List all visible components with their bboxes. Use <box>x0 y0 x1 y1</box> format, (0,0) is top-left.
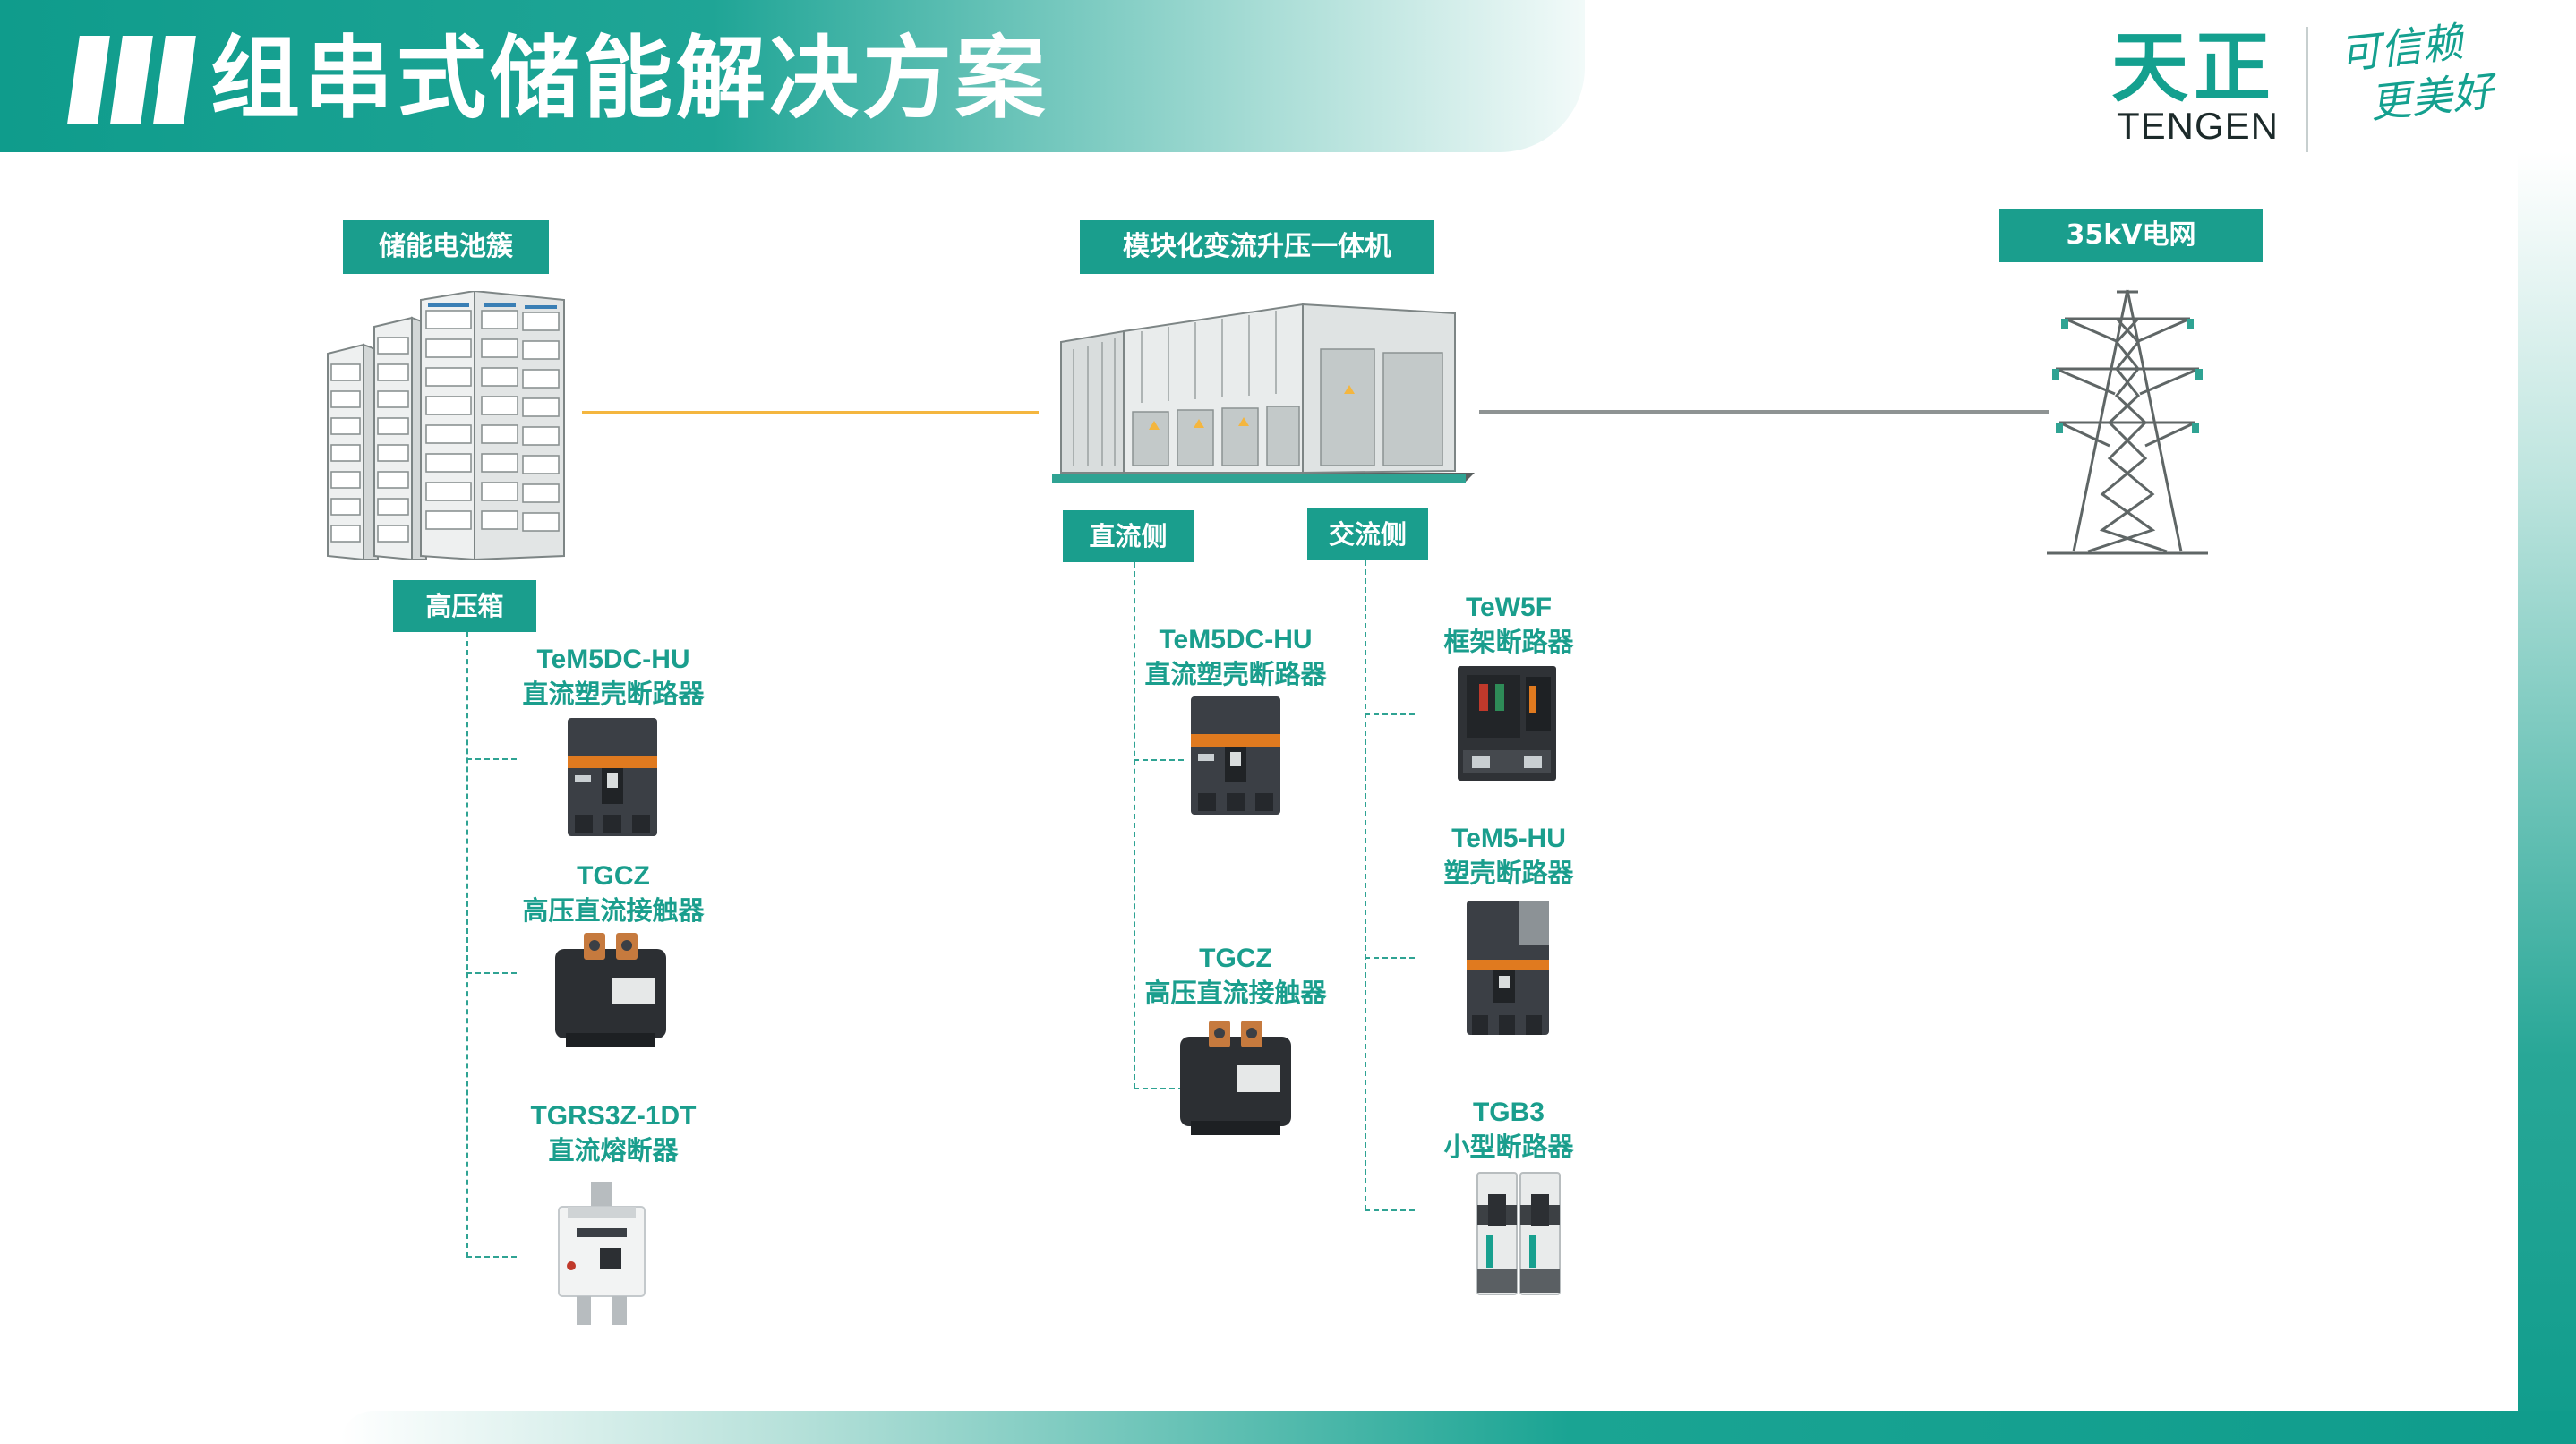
dc-connection-line <box>582 411 1039 414</box>
ac-branch-line <box>1365 957 1415 959</box>
page-title: 组串式储能解决方案 <box>210 26 1048 131</box>
molded-case-breaker-icon <box>566 716 659 838</box>
dc-contactor-icon <box>548 927 673 1053</box>
product-model: TGB3 <box>1472 1098 1545 1127</box>
product-kind: 直流塑壳断路器 <box>1144 659 1327 689</box>
product-model: TGCZ <box>577 861 650 891</box>
product-kind: 高压直流接触器 <box>1144 978 1327 1008</box>
ac-side-label: 交流侧 <box>1307 508 1428 560</box>
dc-branch-line <box>1134 1088 1184 1089</box>
header-bar-decoration <box>67 36 110 124</box>
hv-product-caption: TGCZ 高压直流接触器 <box>492 859 734 927</box>
ac-branch-line <box>1365 713 1415 715</box>
product-model: TeW5F <box>1465 593 1553 622</box>
molded-case-breaker-icon <box>1189 695 1282 816</box>
logo-divider <box>2306 27 2308 152</box>
header-banner: 组串式储能解决方案 <box>0 0 1585 152</box>
product-kind: 直流塑壳断路器 <box>522 679 705 709</box>
ac-product-caption: TGB3 小型断路器 <box>1397 1096 1621 1164</box>
hv-branch-line <box>466 758 517 760</box>
product-model: TeM5DC-HU <box>536 645 690 674</box>
ac-connection-line <box>1479 410 2049 414</box>
header-bar-decoration <box>110 36 153 124</box>
bottom-band-decoration <box>340 1411 2576 1444</box>
dc-contactor-icon <box>1173 1015 1298 1141</box>
grid-label: 35kV电网 <box>1999 209 2263 262</box>
product-model: TeM5-HU <box>1451 824 1566 853</box>
logo-chinese: 天正 <box>2111 23 2276 113</box>
product-kind: 直流熔断器 <box>548 1135 679 1166</box>
hv-box-label: 高压箱 <box>393 580 536 632</box>
hv-branch-line <box>466 1256 517 1258</box>
right-edge-decoration <box>2518 152 2576 1444</box>
slogan: 可信赖 更美好 <box>2337 12 2508 132</box>
header-bar-decoration <box>153 36 196 124</box>
fuse-icon <box>550 1180 654 1327</box>
product-kind: 塑壳断路器 <box>1443 858 1574 888</box>
battery-cluster-label: 储能电池簇 <box>343 220 549 274</box>
hv-product-caption: TGRS3Z-1DT 直流熔断器 <box>492 1099 734 1167</box>
hv-product-caption: TeM5DC-HU 直流塑壳断路器 <box>492 643 734 711</box>
molded-case-breaker-icon <box>1465 899 1551 1040</box>
ac-product-caption: TeM5-HU 塑壳断路器 <box>1397 822 1621 890</box>
product-model: TGRS3Z-1DT <box>530 1101 697 1131</box>
dc-side-trunk-line <box>1134 562 1135 1089</box>
logo-english: TENGEN <box>2117 105 2280 147</box>
hv-box-trunk-line <box>466 632 468 1257</box>
dc-side-label: 直流侧 <box>1063 510 1194 562</box>
dc-branch-line <box>1134 759 1184 761</box>
ac-branch-line <box>1365 1209 1415 1211</box>
air-circuit-breaker-icon <box>1454 664 1560 782</box>
transmission-tower-icon <box>2047 288 2208 557</box>
dc-product-caption: TGCZ 高压直流接触器 <box>1115 942 1356 1010</box>
product-model: TGCZ <box>1199 944 1272 973</box>
product-kind: 小型断路器 <box>1443 1132 1574 1162</box>
product-model: TeM5DC-HU <box>1159 625 1313 654</box>
container-converter-icon <box>1043 295 1477 492</box>
product-kind: 框架断路器 <box>1443 627 1574 657</box>
ac-product-caption: TeW5F 框架断路器 <box>1397 591 1621 659</box>
battery-rack-icon <box>322 291 573 560</box>
ac-side-trunk-line <box>1365 560 1366 1210</box>
pcs-label: 模块化变流升压一体机 <box>1080 220 1434 274</box>
dc-product-caption: TeM5DC-HU 直流塑壳断路器 <box>1115 623 1356 691</box>
miniature-breaker-icon <box>1474 1169 1563 1300</box>
hv-branch-line <box>466 972 517 974</box>
product-kind: 高压直流接触器 <box>522 895 705 926</box>
